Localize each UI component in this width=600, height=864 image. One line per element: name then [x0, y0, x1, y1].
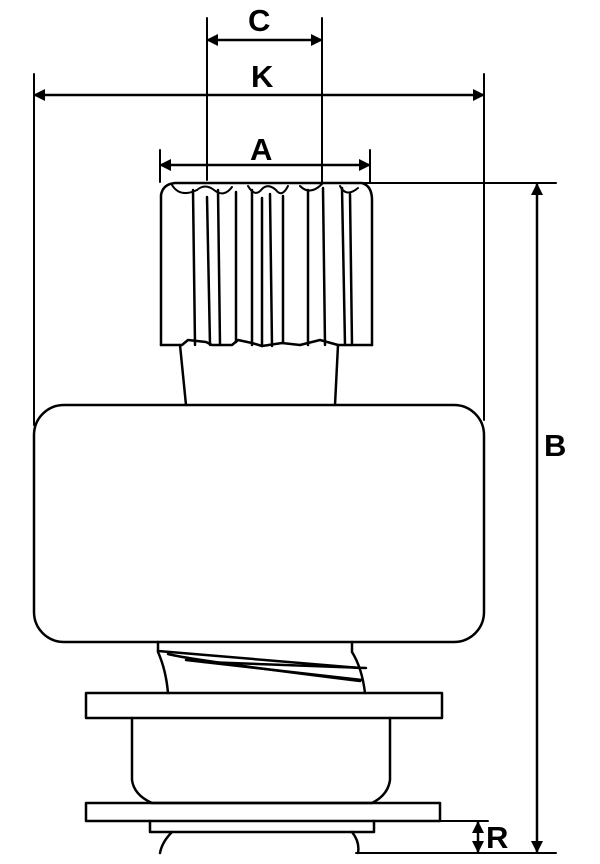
pinion-outline	[159, 181, 374, 347]
pinion-bottom-edge	[159, 338, 374, 348]
helix-thread-1	[156, 649, 362, 670]
extension-lines	[33, 17, 557, 854]
pinion-gear	[159, 181, 374, 348]
b-label: B	[544, 428, 566, 463]
collar-neck	[158, 830, 360, 855]
bottom-collar	[148, 819, 376, 855]
dimension-labels: C K A B R	[248, 3, 566, 855]
pinion-shaft-left	[178, 343, 188, 407]
r-label: R	[486, 820, 508, 855]
pinion-tooth-grooves	[191, 186, 354, 348]
k-label: K	[251, 59, 274, 94]
pinion-tooth-tips	[171, 183, 359, 195]
lower-flange	[84, 801, 442, 823]
sleeve-left-edge	[156, 640, 170, 695]
dimension-arrows	[33, 34, 543, 853]
clutch-housing	[32, 403, 486, 644]
c-label: C	[248, 3, 270, 38]
helix-thread-4	[202, 660, 368, 670]
pinion-shaft-right	[333, 343, 340, 407]
collar-outer	[148, 819, 376, 834]
upper-flange	[84, 691, 444, 720]
hub-barrel	[130, 716, 392, 805]
helical-spline-sleeve	[156, 640, 368, 695]
pinion-shaft	[178, 343, 340, 407]
a-label: A	[250, 132, 272, 167]
